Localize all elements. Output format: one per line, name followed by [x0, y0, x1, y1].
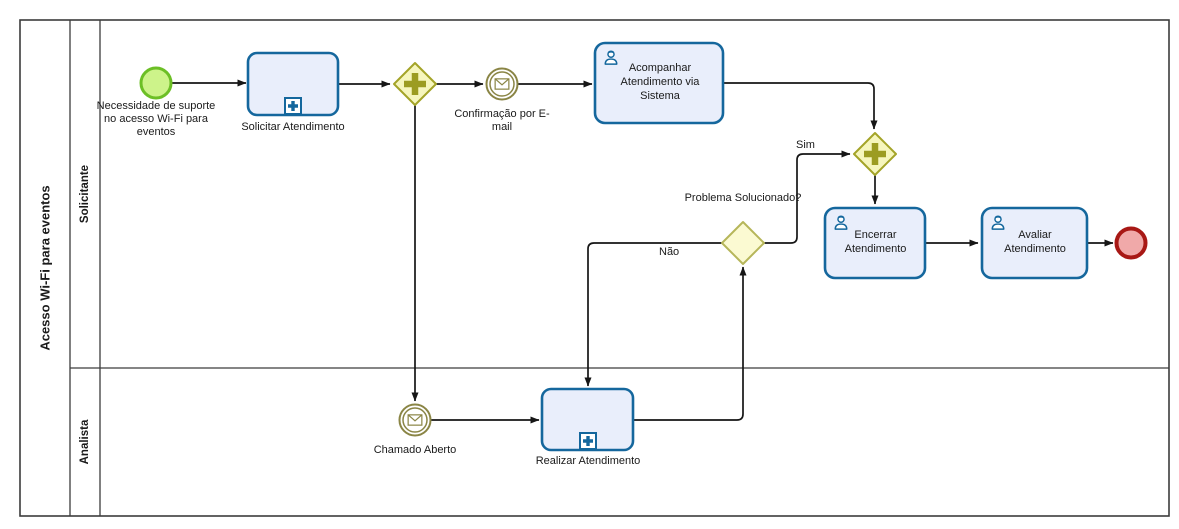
sequence-flows — [171, 79, 1114, 424]
flow-label-nao: Não — [659, 246, 680, 258]
subprocess-plus-icon — [579, 432, 597, 450]
flow-label-sim: Sim — [796, 139, 815, 151]
plus-marker-icon — [404, 73, 426, 95]
pool-title: Acesso Wi-Fi para eventos — [37, 185, 53, 351]
flow-acompanhar-to-gateway2 — [723, 82, 878, 130]
parallel-gateway-2[interactable] — [853, 132, 897, 176]
start-event-label: Necessidade de suporte no acesso Wi-Fi p… — [96, 100, 216, 139]
plus-marker-icon — [864, 143, 886, 165]
lane-label-analista: Analista — [79, 419, 91, 465]
task-solicitar-label: Solicitar Atendimento — [241, 121, 345, 133]
task-acompanhar[interactable] — [593, 41, 725, 125]
task-realizar-label: Realizar Atendimento — [535, 455, 641, 467]
start-event[interactable] — [139, 66, 173, 100]
envelope-icon — [407, 414, 423, 426]
task-acompanhar-label: Acompanhar Atendimento via Sistema — [620, 62, 700, 102]
task-encerrar[interactable] — [823, 206, 927, 280]
task-solicitar[interactable] — [246, 51, 340, 117]
pool-boundary — [19, 19, 1170, 517]
subprocess-plus-icon — [284, 97, 302, 115]
flow-realizar-to-problema — [633, 266, 747, 421]
task-encerrar-label: Encerrar Atendimento — [844, 229, 907, 255]
event-confirmacao-label: Confirmação por E-mail — [454, 108, 550, 134]
flow-problema-nao-to-realizar — [584, 242, 722, 387]
task-avaliar-label: Avaliar Atendimento — [1004, 229, 1066, 255]
flow-problema-sim-to-gateway2 — [764, 150, 851, 244]
parallel-gateway-1[interactable] — [393, 62, 437, 106]
exclusive-gateway-problema[interactable] — [721, 221, 765, 265]
task-avaliar[interactable] — [980, 206, 1089, 280]
lane-label-solicitante: Solicitante — [79, 164, 91, 224]
message-event-confirmacao[interactable] — [485, 67, 519, 101]
gateway-problema-label: Problema Solucionado? — [684, 192, 802, 204]
event-chamado-label: Chamado Aberto — [373, 444, 457, 456]
task-realizar[interactable] — [540, 387, 635, 452]
envelope-icon — [494, 78, 510, 90]
end-event[interactable] — [1114, 226, 1148, 260]
message-event-chamado[interactable] — [398, 403, 432, 437]
